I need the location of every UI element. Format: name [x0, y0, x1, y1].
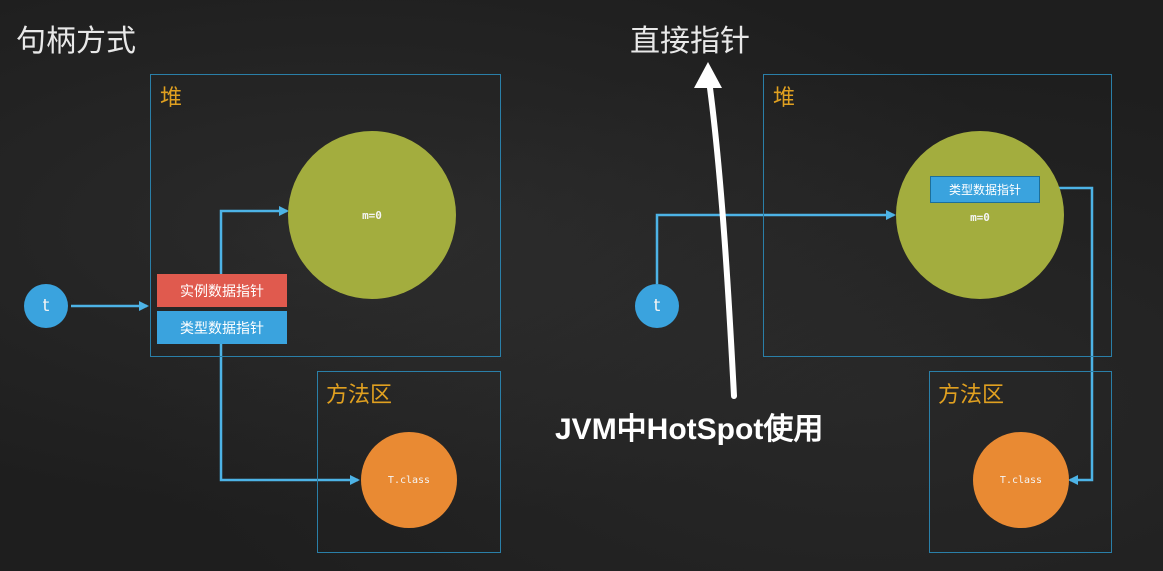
left-reference-label: t	[42, 296, 50, 316]
left-method-area	[317, 371, 501, 553]
direct-pointer-title: 直接指针	[630, 24, 750, 59]
right-heap-region	[763, 74, 1112, 357]
arrow-instance-to-object	[219, 206, 289, 275]
left-class-label: T.class	[387, 474, 431, 486]
left-reference-t: t	[24, 284, 68, 328]
handle-method-title: 句柄方式	[16, 24, 136, 59]
annotation-arrow	[707, 85, 737, 399]
instance-data-pointer: 实例数据指针	[157, 274, 287, 307]
right-method-area	[929, 371, 1112, 553]
right-type-data-pointer: 类型数据指针	[930, 176, 1040, 203]
arrow-typeptr-to-class	[1040, 186, 1094, 485]
left-type-data-pointer: 类型数据指针	[157, 311, 287, 344]
right-object-value: m=0	[970, 210, 990, 224]
left-method-area-label: 方法区	[326, 383, 393, 408]
right-heap-label: 堆	[773, 86, 796, 111]
hotspot-annotation: JVM中HotSpot使用	[555, 413, 824, 446]
right-reference-label: t	[653, 296, 661, 316]
left-heap-region	[150, 74, 501, 357]
right-heap-object: m=0	[896, 131, 1064, 299]
left-heap-object: m=0	[288, 131, 456, 299]
left-object-value: m=0	[362, 208, 382, 222]
left-class-object: T.class	[361, 432, 457, 528]
right-class-object: T.class	[973, 432, 1069, 528]
right-method-area-label: 方法区	[938, 383, 1005, 408]
right-class-label: T.class	[999, 474, 1043, 486]
arrow-type-to-class	[219, 344, 360, 485]
right-reference-t: t	[635, 284, 679, 328]
arrow-t-to-object	[655, 210, 896, 284]
left-heap-label: 堆	[160, 86, 183, 111]
